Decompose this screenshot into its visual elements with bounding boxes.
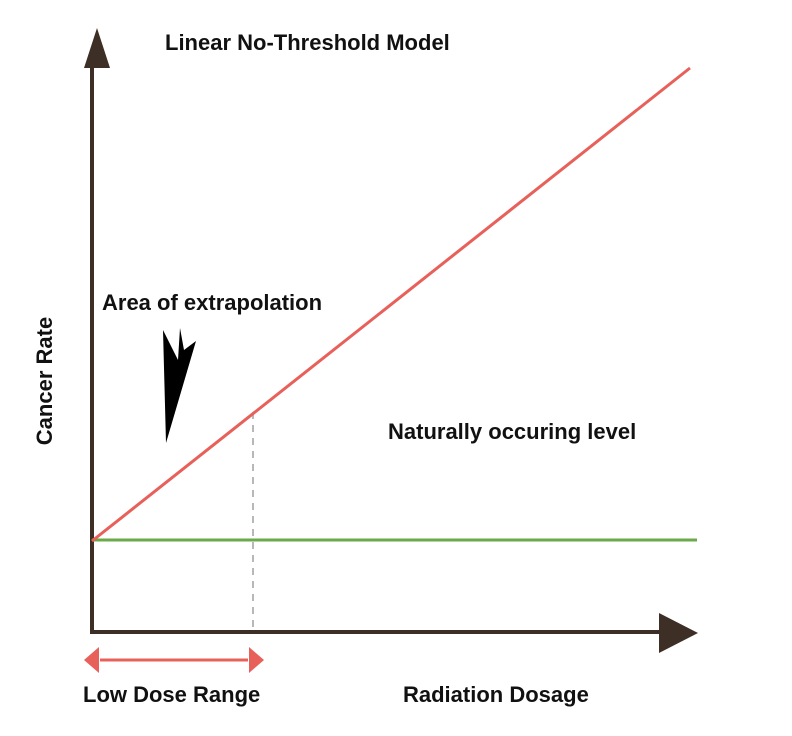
y-axis-arrowhead xyxy=(84,28,110,68)
low-dose-range-arrow xyxy=(84,647,264,673)
x-axis-arrowhead xyxy=(659,613,698,653)
natural-level-label: Naturally occuring level xyxy=(388,419,637,444)
y-axis-label: Cancer Rate xyxy=(32,316,57,446)
extrapolation-label: Area of extrapolation xyxy=(102,290,323,315)
chart-title: Linear No-Threshold Model xyxy=(165,30,450,55)
low-dose-range-label: Low Dose Range xyxy=(83,682,261,707)
x-axis-label: Radiation Dosage xyxy=(403,682,589,707)
extrapolation-pointer-arrow xyxy=(163,328,196,443)
linear-model-line xyxy=(91,66,691,543)
